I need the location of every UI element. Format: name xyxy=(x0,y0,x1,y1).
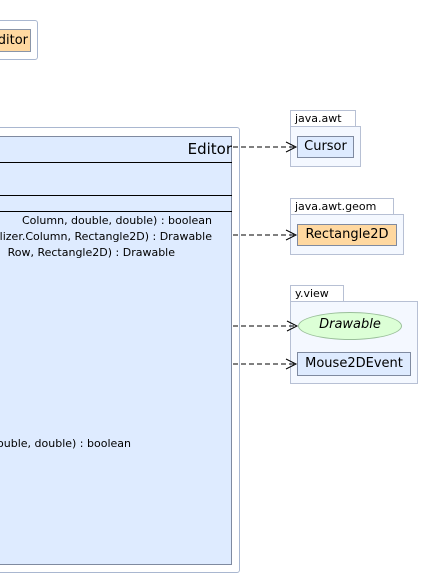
main-class-node[interactable] xyxy=(0,136,232,565)
attributes-divider-bottom xyxy=(0,195,232,196)
top-class-name: Editor xyxy=(0,33,28,48)
package-tab-y-view: y.view xyxy=(290,285,344,302)
method-row: Column, double, double) : boolean xyxy=(21,214,212,227)
arrowhead-cursor xyxy=(285,141,298,153)
method-row: Row, Rectangle2D) : Drawable xyxy=(7,246,175,259)
class-node-rectangle2d[interactable]: Rectangle2D xyxy=(297,224,397,246)
main-class-title: Editor xyxy=(0,138,232,160)
main-class-name: Editor xyxy=(187,140,232,158)
class-node-cursor[interactable]: Cursor xyxy=(297,136,354,158)
arrowhead-drawable xyxy=(286,320,299,332)
method-row: Node, double, double) : boolean xyxy=(0,437,131,450)
interface-node-drawable[interactable]: Drawable xyxy=(298,312,402,340)
top-class-node[interactable]: Editor xyxy=(0,29,31,52)
method-row: TableGroupNodeRealizer.Column, Rectangle… xyxy=(0,230,212,243)
package-tab-java-awt: java.awt xyxy=(290,110,356,127)
package-tab-java-awt-geom: java.awt.geom xyxy=(290,198,394,215)
arrowhead-mouse2devent xyxy=(285,358,298,370)
methods-divider xyxy=(0,211,232,212)
attributes-divider-top xyxy=(0,162,232,163)
class-node-mouse2devent[interactable]: Mouse2DEvent xyxy=(297,352,411,376)
arrowhead-rectangle2d xyxy=(285,229,298,241)
